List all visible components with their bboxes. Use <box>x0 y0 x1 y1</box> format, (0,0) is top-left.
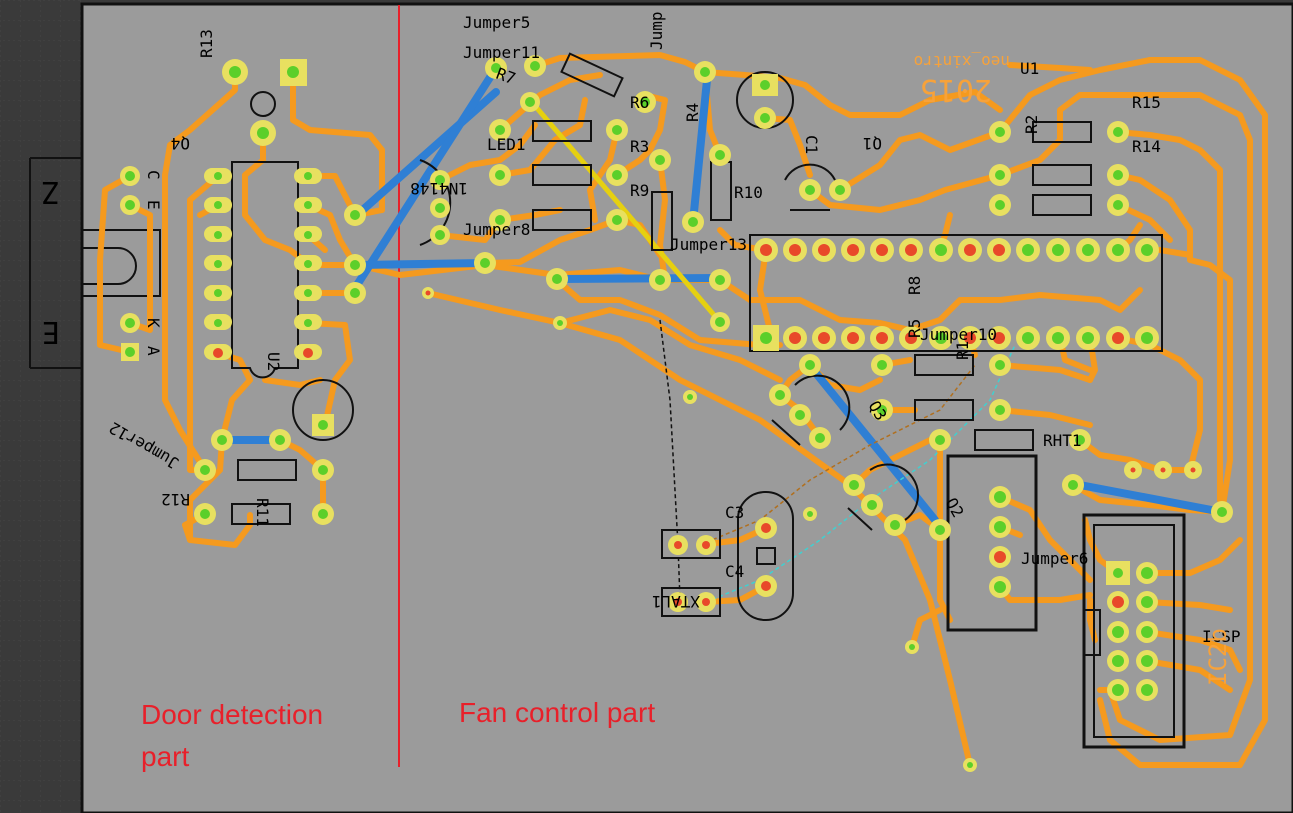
label-1n4148: 1N4148 <box>410 179 468 198</box>
label-jumper11: Jumper11 <box>463 43 540 62</box>
label-r1: R1 <box>953 341 972 360</box>
label-jump: Jump <box>647 11 666 50</box>
label-neo-xintro: neo_xintro <box>914 52 1010 71</box>
label-k: K <box>144 318 163 328</box>
label-q1: Q1 <box>863 134 882 153</box>
label-z: Z <box>42 174 60 209</box>
label-xtal1: XTAL1 <box>652 592 700 611</box>
label-r4: R4 <box>683 103 702 122</box>
label-icsp: ICSP <box>1202 627 1241 646</box>
label-e: E <box>42 314 60 349</box>
label-e-pin: E <box>144 200 163 210</box>
workspace-grid <box>0 0 82 813</box>
label-q4: Q4 <box>171 134 190 153</box>
label-jumper8: Jumper8 <box>463 220 530 239</box>
label-jumper13: Jumper13 <box>670 235 747 254</box>
label-r13: R13 <box>197 29 216 58</box>
annotation-door-detection-line1: Door detection <box>141 699 323 730</box>
label-r12: R12 <box>161 490 190 509</box>
label-jumper6: Jumper6 <box>1021 549 1088 568</box>
label-c1: C1 <box>802 135 821 154</box>
label-c4: C4 <box>725 562 744 581</box>
label-c3: C3 <box>725 503 744 522</box>
label-r6: R6 <box>630 93 649 112</box>
label-r11: R11 <box>253 498 272 527</box>
label-r15: R15 <box>1132 93 1161 112</box>
label-a: A <box>144 346 163 356</box>
jumper-wires <box>226 64 1226 524</box>
section-annotations: Door detection part Fan control part <box>141 697 655 772</box>
label-r2: R2 <box>1022 115 1041 134</box>
label-jumper10: Jumper10 <box>920 325 997 344</box>
label-r3: R3 <box>630 137 649 156</box>
label-u2: U2 <box>264 352 283 371</box>
label-r14: R14 <box>1132 137 1161 156</box>
label-r5: R5 <box>905 319 924 338</box>
label-ic2b: IC2b <box>1204 628 1232 686</box>
label-u1: U1 <box>1020 59 1039 78</box>
label-r9: R9 <box>630 181 649 200</box>
label-year: 2015 <box>920 72 992 107</box>
label-r10: R10 <box>734 183 763 202</box>
door-sensor-connector <box>29 157 161 369</box>
component-outlines <box>231 52 1186 749</box>
label-jumper5: Jumper5 <box>463 13 530 32</box>
label-c: C <box>144 170 163 180</box>
label-rht1: RHT1 <box>1043 431 1082 450</box>
annotation-door-detection-line2: part <box>141 741 189 772</box>
label-r8: R8 <box>905 276 924 295</box>
jumper-wire-yellow <box>527 97 723 325</box>
annotation-fan-control: Fan control part <box>459 697 655 728</box>
label-led1: LED1 <box>487 135 526 154</box>
pads <box>120 55 1233 772</box>
